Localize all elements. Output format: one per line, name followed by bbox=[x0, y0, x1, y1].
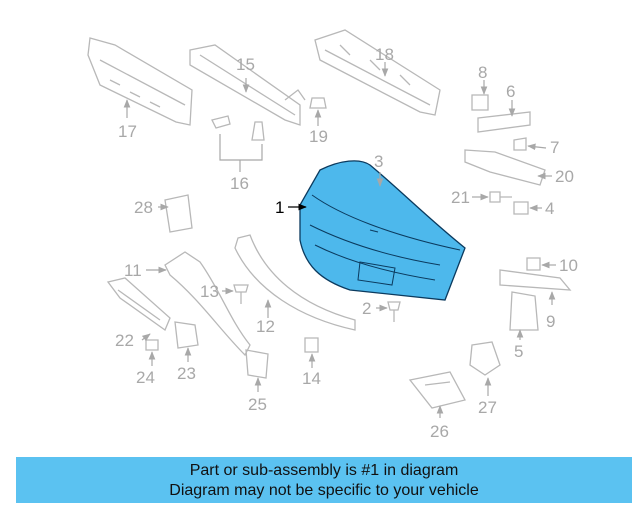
callout-28: 28 bbox=[134, 198, 153, 217]
callout-5: 5 bbox=[514, 342, 523, 361]
bracket-part-27 bbox=[469, 341, 501, 376]
callout-6: 6 bbox=[506, 82, 515, 101]
callout-15: 15 bbox=[236, 55, 255, 74]
side-strip-part-9 bbox=[499, 269, 572, 291]
callout-20: 20 bbox=[555, 167, 574, 186]
callout-4: 4 bbox=[545, 199, 554, 218]
callout-22: 22 bbox=[115, 331, 134, 350]
callout-18: 18 bbox=[375, 45, 394, 64]
lower-strip-part-11 bbox=[164, 251, 251, 357]
clip-part-7 bbox=[513, 137, 527, 151]
callout-21: 21 bbox=[451, 188, 470, 207]
callout-9: 9 bbox=[546, 312, 555, 331]
bolt-part-2 bbox=[387, 301, 401, 322]
parts-diagram: 17 15 18 16 19 8 6 7 20 3 21 4 28 1 10 9… bbox=[87, 29, 578, 441]
callout-8: 8 bbox=[478, 63, 487, 82]
side-bracket-part-20 bbox=[464, 149, 546, 186]
cover-part-23 bbox=[174, 321, 199, 349]
callout-24: 24 bbox=[136, 368, 155, 387]
callout-7: 7 bbox=[550, 138, 559, 157]
screw-part-24 bbox=[145, 339, 159, 351]
leader-lines bbox=[123, 62, 556, 418]
callout-16: 16 bbox=[230, 174, 249, 193]
callout-26: 26 bbox=[430, 422, 449, 441]
callout-13: 13 bbox=[200, 282, 219, 301]
bracket-part-6 bbox=[477, 111, 531, 133]
banner-line-1: Part or sub-assembly is #1 in diagram bbox=[189, 462, 459, 479]
grille-part-22 bbox=[106, 277, 171, 332]
trim-strip-part-12 bbox=[234, 234, 356, 331]
bracket-part-26 bbox=[408, 371, 466, 409]
energy-absorber-part bbox=[87, 37, 193, 126]
callout-27: 27 bbox=[478, 398, 497, 417]
clip-parts-16 bbox=[211, 115, 265, 141]
bracket-part-25 bbox=[245, 349, 269, 379]
callout-3: 3 bbox=[374, 152, 383, 171]
banner-line-2: Diagram may not be specific to your vehi… bbox=[169, 482, 479, 499]
reinforcement-beam-part bbox=[314, 29, 441, 116]
callout-1[interactable]: 1 bbox=[275, 198, 284, 217]
callout-14: 14 bbox=[302, 369, 321, 388]
clip-part-19 bbox=[309, 97, 327, 109]
callout-19: 19 bbox=[309, 127, 328, 146]
bolt-part-13 bbox=[233, 284, 249, 304]
callout-17: 17 bbox=[118, 122, 137, 141]
screw-part-21 bbox=[489, 191, 512, 203]
info-banner: Part or sub-assembly is #1 in diagram Di… bbox=[16, 457, 632, 503]
callout-10: 10 bbox=[559, 256, 578, 275]
callout-2: 2 bbox=[362, 299, 371, 318]
clip-part-14 bbox=[304, 337, 319, 353]
callout-12: 12 bbox=[256, 317, 275, 336]
callout-25: 25 bbox=[248, 395, 267, 414]
license-bracket-part-28 bbox=[164, 194, 193, 233]
fog-cover-part-10 bbox=[526, 257, 541, 271]
nut-part-8 bbox=[471, 94, 489, 111]
callout-11: 11 bbox=[124, 261, 142, 280]
bumper-cover-part-1[interactable] bbox=[299, 160, 466, 301]
bracket-part-5 bbox=[509, 291, 539, 331]
callout-23: 23 bbox=[177, 364, 196, 383]
clip-part-4 bbox=[513, 201, 529, 215]
